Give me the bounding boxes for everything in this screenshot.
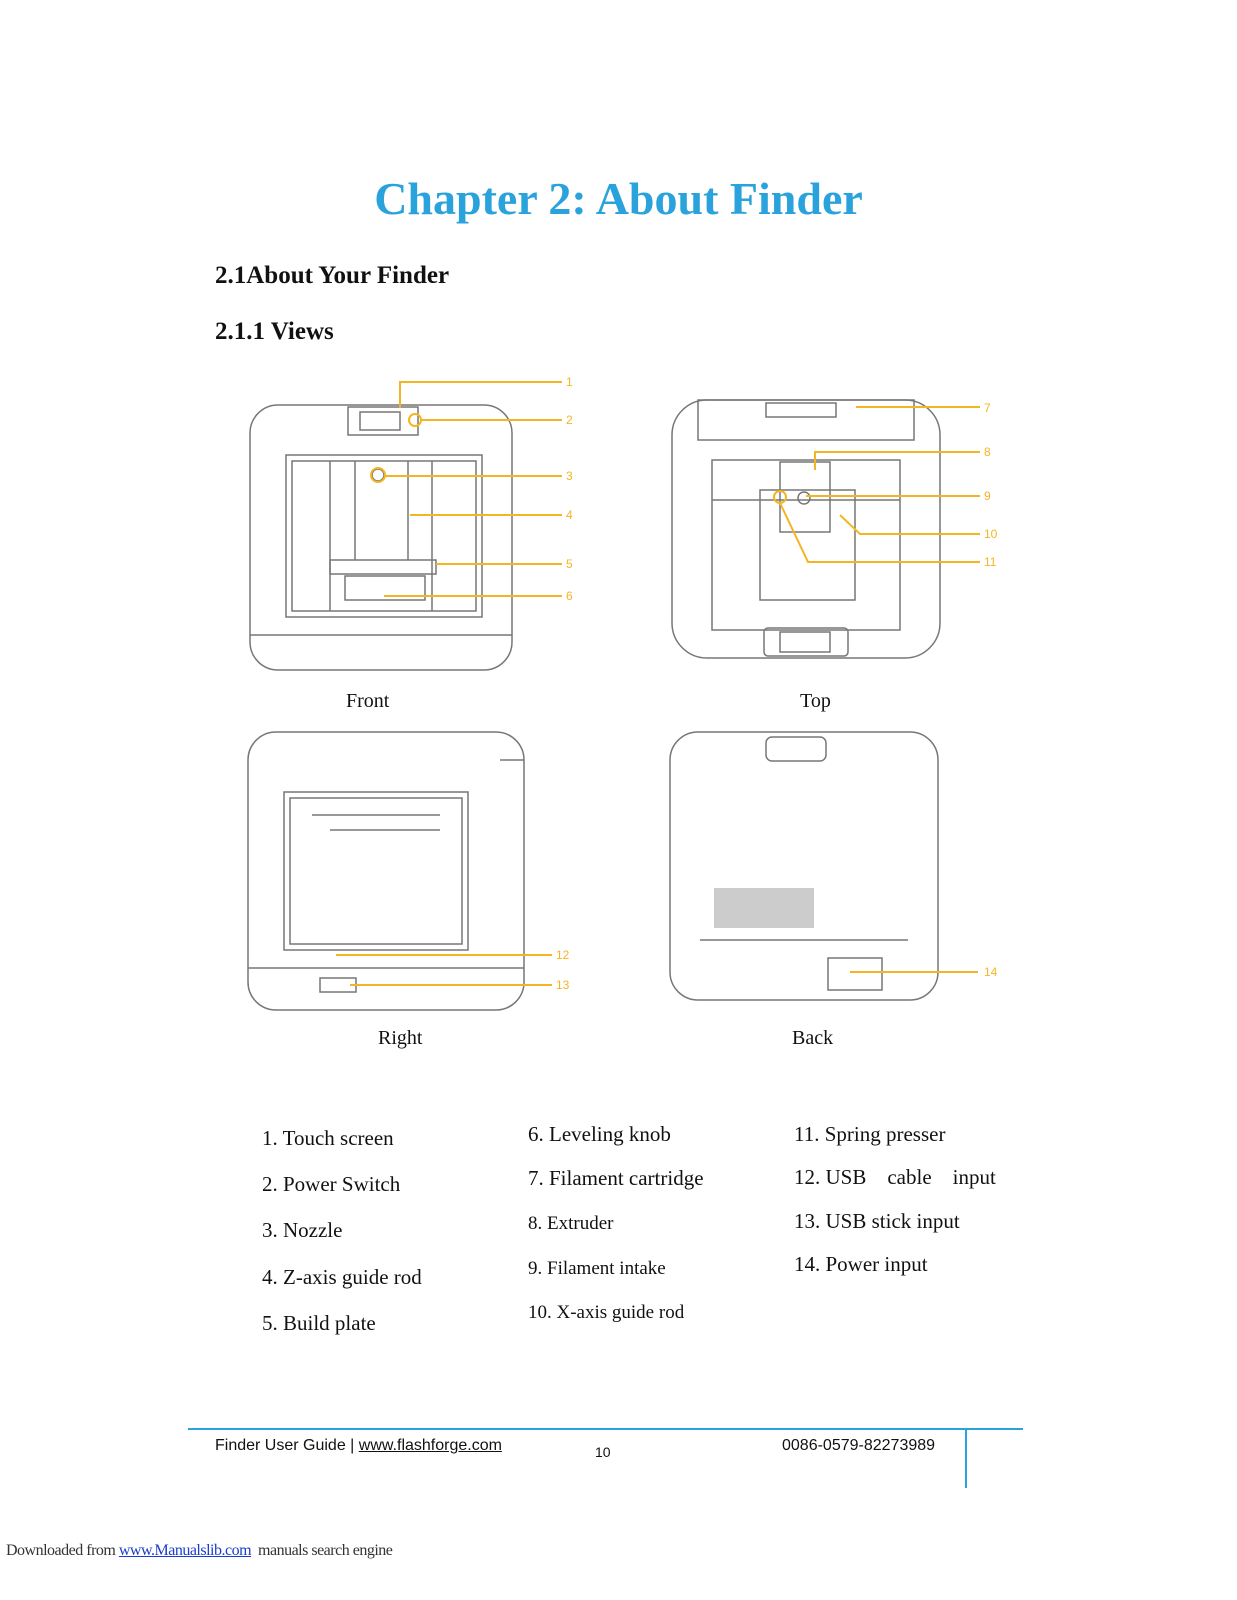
callout-2: 2 [566, 413, 573, 427]
callout-11: 11 [984, 555, 997, 569]
caption-top: Top [800, 690, 831, 712]
footer-phone: 0086-0579-82273989 [782, 1437, 936, 1454]
top-view-printer [671, 399, 941, 659]
callout-14: 14 [984, 965, 998, 979]
footer-guide-label: Finder User Guide | [215, 1437, 359, 1454]
legend-item: 1. Touch screen [262, 1126, 394, 1150]
legend-item: 12. USB cable input [794, 1165, 996, 1189]
subsection-title: 2.1.1 Views [215, 318, 334, 345]
legend-item: 2. Power Switch [262, 1172, 401, 1196]
printer-views-figure: 1 2 3 4 5 6 7 8 9 10 11 12 13 14 [247, 375, 998, 1011]
callout-4: 4 [566, 508, 573, 522]
caption-right: Right [378, 1027, 423, 1049]
callout-7: 7 [984, 401, 991, 415]
callout-12: 12 [556, 948, 570, 962]
chapter-title: Chapter 2: About Finder [374, 173, 863, 224]
callout-13: 13 [556, 978, 570, 992]
legend-item: 14. Power input [794, 1252, 928, 1276]
download-source-line: Downloaded from www.Manualslib.com manua… [6, 1542, 393, 1560]
page-number: 10 [595, 1444, 611, 1460]
legend-item: 9. Filament intake [528, 1258, 666, 1279]
legend-item: 10. X-axis guide rod [528, 1302, 685, 1323]
callout-1: 1 [566, 375, 573, 389]
callout-6: 6 [566, 589, 573, 603]
right-view-printer [247, 731, 525, 1011]
callout-8: 8 [984, 445, 991, 459]
legend-item: 13. USB stick input [794, 1209, 960, 1233]
legend-item: 8. Extruder [528, 1213, 614, 1234]
download-suffix: manuals search engine [251, 1542, 393, 1559]
legend-item: 11. Spring presser [794, 1122, 946, 1146]
legend-item: 7. Filament cartridge [528, 1166, 704, 1190]
legend-item: 3. Nozzle [262, 1218, 343, 1242]
legend-item: 5. Build plate [262, 1311, 376, 1335]
footer-guide: Finder User Guide | www.flashforge.com [215, 1437, 502, 1455]
front-view-printer [249, 404, 513, 671]
footer-website-link[interactable]: www.flashforge.com [358, 1437, 502, 1454]
manualslib-link[interactable]: www.Manualslib.com [118, 1542, 252, 1559]
caption-front: Front [346, 690, 390, 712]
footer-rule [188, 1428, 1023, 1430]
callout-leaders [336, 381, 980, 986]
section-title: 2.1About Your Finder [215, 262, 450, 289]
download-prefix: Downloaded from [6, 1542, 119, 1559]
caption-back: Back [792, 1027, 834, 1049]
callout-numbers: 1 2 3 4 5 6 7 8 9 10 11 12 13 14 [556, 375, 998, 992]
callout-5: 5 [566, 557, 573, 571]
callout-10: 10 [984, 527, 998, 541]
legend-item: 4. Z-axis guide rod [262, 1265, 422, 1289]
legend-item: 6. Leveling knob [528, 1122, 671, 1146]
callout-3: 3 [566, 469, 573, 483]
back-view-printer [669, 731, 939, 1001]
footer-vertical-rule [965, 1428, 967, 1488]
callout-9: 9 [984, 489, 991, 503]
